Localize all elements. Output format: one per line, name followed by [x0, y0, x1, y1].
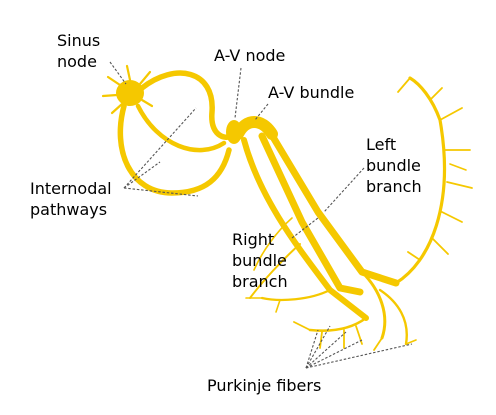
internodal-leader-2 [123, 161, 161, 189]
purkinje-leader-5 [305, 329, 319, 369]
av-bundle-label: A-V bundle [268, 83, 354, 102]
sinus-node-shape [116, 80, 144, 106]
bundle-branches-shape [241, 128, 400, 321]
right-bundle-branch-label-line-3: branch [232, 272, 288, 291]
left-branch-leader [323, 167, 365, 213]
purkinje-fibers-shape [245, 270, 417, 351]
right-branch-leader [291, 217, 319, 239]
leader-lines [109, 61, 413, 369]
left-bundle-branch-label-line-2: bundle [366, 156, 421, 175]
conduction-system [101, 64, 473, 351]
sinus-node-label-line-1: Sinus [57, 31, 100, 50]
av-node-leader [234, 67, 242, 119]
purkinje-leader-2 [305, 331, 347, 369]
labels: Sinus node A-V node A-V bundle Left bund… [30, 31, 422, 395]
sinus-node-leader [109, 61, 127, 85]
left-bundle-branch-label-line-1: Left [366, 135, 396, 154]
purkinje-fibers-label: Purkinje fibers [207, 376, 321, 395]
purkinje-leader-4 [305, 343, 413, 369]
av-node-label: A-V node [214, 46, 285, 65]
purkinje-leader-3 [305, 339, 363, 369]
right-branch-fibers [249, 217, 301, 299]
left-bundle-branch-label-line-3: branch [366, 177, 422, 196]
right-bundle-branch-label-line-1: Right [232, 230, 274, 249]
sinus-node-rays [101, 64, 154, 115]
av-bundle-leader [254, 103, 269, 121]
right-bundle-branch-label-line-2: bundle [232, 251, 287, 270]
left-branch-fibers [394, 76, 473, 285]
internodal-leader-3 [123, 187, 199, 197]
internodal-pathways-label-line-1: Internodal [30, 179, 112, 198]
sinus-node-label-line-2: node [57, 52, 97, 71]
internodal-pathways-label-line-2: pathways [30, 200, 107, 219]
purkinje-leader-1 [305, 325, 331, 369]
internodal-leader-1 [123, 107, 197, 189]
